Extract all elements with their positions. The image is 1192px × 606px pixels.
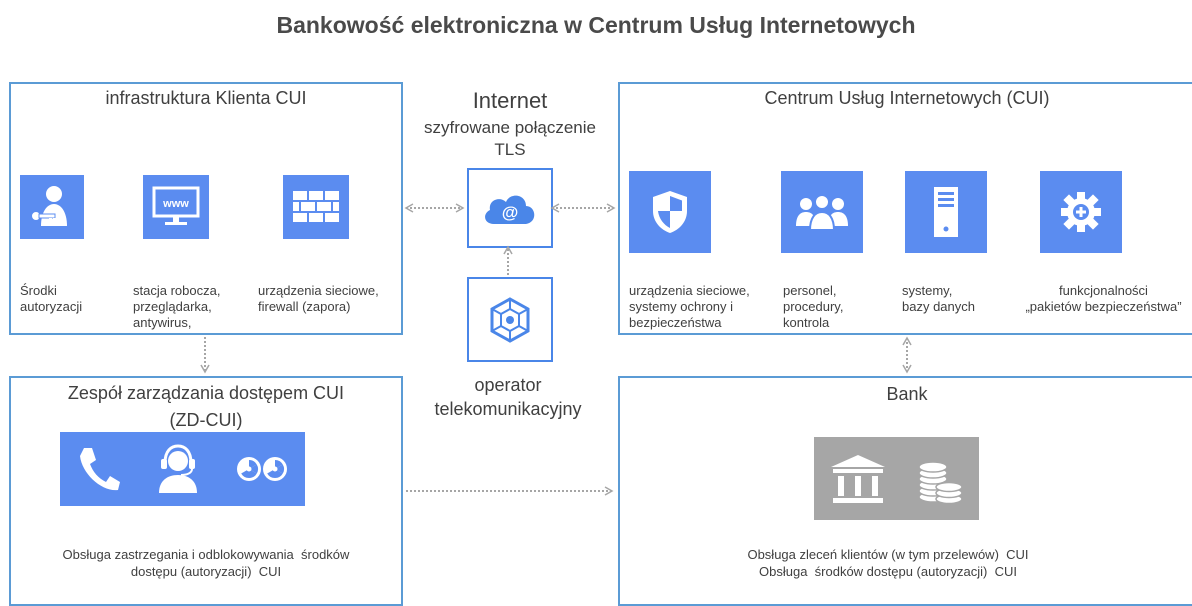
- cloud-tile: @: [467, 168, 553, 248]
- zd-description: Obsługa zastrzegania i odblokowywania śr…: [62, 547, 350, 579]
- operator-tile: [467, 277, 553, 362]
- user-key-icon: [30, 186, 67, 226]
- svg-text:@: @: [502, 203, 519, 222]
- cui-box-title: Centrum Usług Internetowych (CUI): [764, 88, 1050, 108]
- operator-label: operator telekomunikacyjny: [434, 375, 582, 419]
- brick-wall-firewall-icon: [293, 191, 339, 222]
- client-item-label-2: stacja robocza, przeglądarka, antywirus,: [133, 283, 221, 330]
- coins-stack-icon: [918, 460, 963, 504]
- phone-icon: [79, 448, 120, 491]
- diagram-title: Bankowość elektroniczna w Centrum Usług …: [276, 12, 916, 38]
- bank-icons-panel: [814, 437, 979, 520]
- gear-tile: [1040, 171, 1122, 253]
- client-item-label-3: urządzenia sieciowe, firewall (zapora): [258, 283, 379, 314]
- internet-subtitle: szyfrowane połączenie TLS: [424, 118, 596, 159]
- bank-building-icon: [830, 454, 885, 503]
- monitor-www-icon: www: [152, 186, 200, 225]
- cui-item-label-2: personel, procedury, kontrola: [783, 283, 844, 330]
- bank-description: Obsługa zleceń klientów (w tym przelewów…: [747, 547, 1029, 579]
- user-key-tile: [20, 175, 84, 239]
- cloud-at-icon: @: [485, 195, 535, 224]
- zd-icons-panel: [60, 432, 305, 506]
- bank-box-title: Bank: [886, 384, 928, 404]
- people-icon: [796, 194, 848, 231]
- client-item-label-1: Środki autoryzacji: [20, 283, 83, 314]
- zd-box-title: Zespół zarządzania dostępem CUI (ZD-CUI): [67, 383, 345, 430]
- people-tile: [781, 171, 863, 253]
- firewall-tile: [283, 175, 349, 239]
- server-tile: [905, 171, 987, 253]
- cui-item-label-1: urządzenia sieciowe, systemy ochrony i b…: [629, 283, 750, 330]
- internet-title: Internet: [472, 88, 548, 113]
- svg-text:www: www: [162, 198, 189, 210]
- tape-reels-icon: [236, 457, 287, 481]
- gear-plus-icon: [1061, 192, 1101, 232]
- network-hexagon-icon: [490, 296, 530, 343]
- cui-item-label-3: systemy, bazy danych: [902, 283, 975, 314]
- server-icon: [934, 187, 958, 237]
- headset-operator-icon: [158, 444, 197, 493]
- client-box-title: infrastruktura Klienta CUI: [105, 88, 307, 108]
- shield-tile: [629, 171, 711, 253]
- monitor-tile: www: [143, 175, 209, 239]
- shield-icon: [653, 191, 687, 233]
- cui-item-label-4: funkcjonalności „pakietów bezpieczeństwa…: [1025, 283, 1182, 314]
